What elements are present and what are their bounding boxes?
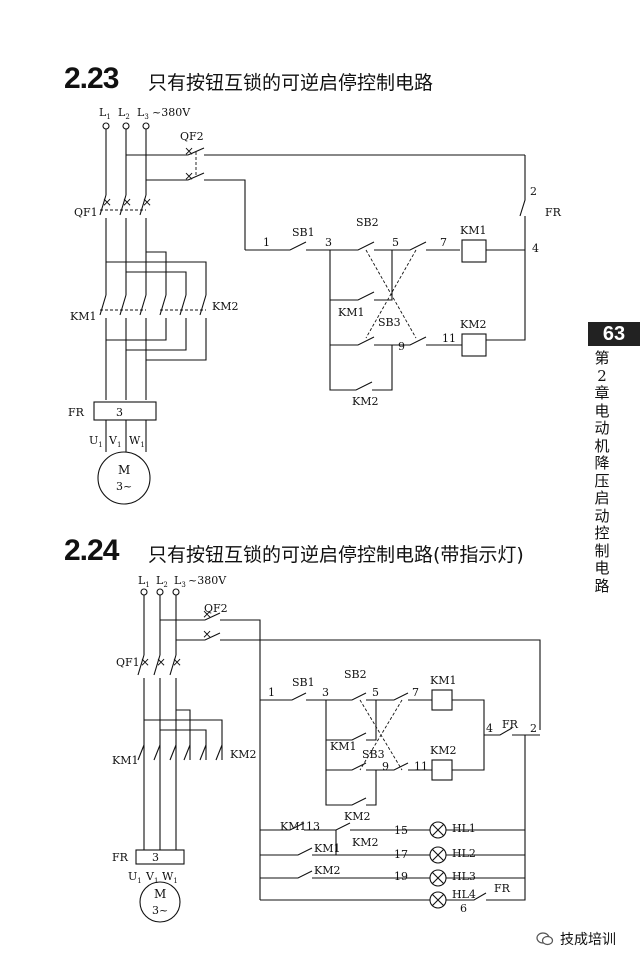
svg-text:~380V: ~380V: [152, 106, 191, 119]
svg-text:13: 13: [306, 820, 320, 833]
svg-text:3: 3: [322, 686, 329, 699]
svg-text:KM2: KM2: [460, 318, 486, 331]
svg-text:HL3: HL3: [452, 870, 476, 883]
svg-text:×: ×: [202, 607, 212, 621]
svg-text:KM1: KM1: [338, 306, 364, 319]
svg-text:QF2: QF2: [204, 602, 228, 615]
svg-text:9: 9: [382, 760, 389, 773]
svg-text:SB3: SB3: [378, 316, 401, 329]
svg-text:FR: FR: [545, 206, 562, 219]
svg-text:5: 5: [392, 236, 399, 249]
svg-text:17: 17: [394, 848, 408, 861]
svg-text:KM1: KM1: [330, 740, 356, 753]
svg-text:KM1: KM1: [112, 754, 138, 767]
svg-text:7: 7: [412, 686, 419, 699]
svg-text:HL1: HL1: [452, 822, 476, 835]
svg-text:15: 15: [394, 824, 408, 837]
svg-text:KM2: KM2: [352, 395, 378, 408]
svg-text:HL4: HL4: [452, 888, 476, 901]
svg-text:FR: FR: [68, 406, 85, 419]
svg-text:KM2: KM2: [352, 836, 378, 849]
watermark: 技成培训: [536, 929, 616, 949]
svg-text:QF1: QF1: [116, 656, 140, 669]
svg-text:KM2: KM2: [430, 744, 456, 757]
svg-text:M: M: [118, 463, 130, 477]
svg-text:FR: FR: [112, 851, 129, 864]
svg-text:SB2: SB2: [344, 668, 367, 681]
svg-text:×: ×: [142, 195, 152, 209]
svg-text:U1: U1: [128, 870, 142, 885]
svg-text:QF1: QF1: [74, 206, 98, 219]
svg-text:×: ×: [122, 195, 132, 209]
svg-text:3~: 3~: [116, 480, 132, 493]
svg-text:M: M: [154, 887, 166, 901]
svg-text:2: 2: [530, 722, 537, 735]
svg-text:×: ×: [156, 655, 166, 669]
svg-text:×: ×: [102, 195, 112, 209]
svg-text:SB2: SB2: [356, 216, 379, 229]
svg-text:×: ×: [184, 144, 194, 158]
section-number-1: 2.23: [64, 62, 119, 95]
svg-text:11: 11: [414, 760, 428, 773]
svg-text:5: 5: [372, 686, 379, 699]
svg-text:KM2: KM2: [230, 748, 256, 761]
svg-text:KM2: KM2: [344, 810, 370, 823]
svg-text:KM1: KM1: [430, 674, 456, 687]
svg-text:1: 1: [268, 686, 275, 699]
svg-text:3: 3: [116, 406, 123, 419]
svg-text:HL2: HL2: [452, 847, 476, 860]
svg-text:L2: L2: [156, 574, 168, 589]
svg-text:3: 3: [325, 236, 332, 249]
svg-text:×: ×: [140, 655, 150, 669]
svg-text:1: 1: [263, 236, 270, 249]
svg-text:7: 7: [440, 236, 447, 249]
svg-text:11: 11: [442, 332, 456, 345]
svg-text:KM1: KM1: [314, 842, 340, 855]
section-number-2: 2.24: [64, 534, 119, 567]
page-number-tab: 63: [588, 322, 640, 346]
svg-text:6: 6: [460, 902, 467, 915]
svg-text:KM1: KM1: [460, 224, 486, 237]
svg-text:KM2: KM2: [314, 864, 340, 877]
svg-text:L2: L2: [118, 106, 130, 121]
svg-text:4: 4: [486, 722, 493, 735]
svg-text:L1: L1: [99, 106, 111, 121]
svg-text:SB1: SB1: [292, 226, 315, 239]
svg-text:19: 19: [394, 870, 408, 883]
svg-text:KM2: KM2: [212, 300, 238, 313]
svg-text:3: 3: [152, 851, 159, 864]
svg-text:~380V: ~380V: [188, 574, 227, 587]
svg-text:L1: L1: [138, 574, 150, 589]
svg-text:KM1: KM1: [70, 310, 96, 323]
svg-text:KM1: KM1: [280, 820, 306, 833]
svg-text:FR: FR: [494, 882, 511, 895]
wechat-icon: [536, 932, 554, 946]
svg-text:QF2: QF2: [180, 130, 204, 143]
svg-text:2: 2: [530, 185, 537, 198]
section-title-2: 只有按钮互锁的可逆启停控制电路(带指示灯): [148, 544, 524, 566]
section-title-1: 只有按钮互锁的可逆启停控制电路: [148, 72, 434, 94]
svg-text:×: ×: [172, 655, 182, 669]
svg-text:L3: L3: [137, 106, 149, 121]
chapter-label: 第2章电动机降压启动控制电路: [594, 349, 610, 595]
svg-text:9: 9: [398, 340, 405, 353]
svg-text:FR: FR: [502, 718, 519, 731]
svg-text:L3: L3: [174, 574, 186, 589]
svg-text:×: ×: [202, 627, 212, 641]
svg-text:4: 4: [532, 242, 539, 255]
svg-text:×: ×: [184, 169, 194, 183]
svg-text:SB1: SB1: [292, 676, 315, 689]
svg-text:3~: 3~: [152, 904, 168, 917]
